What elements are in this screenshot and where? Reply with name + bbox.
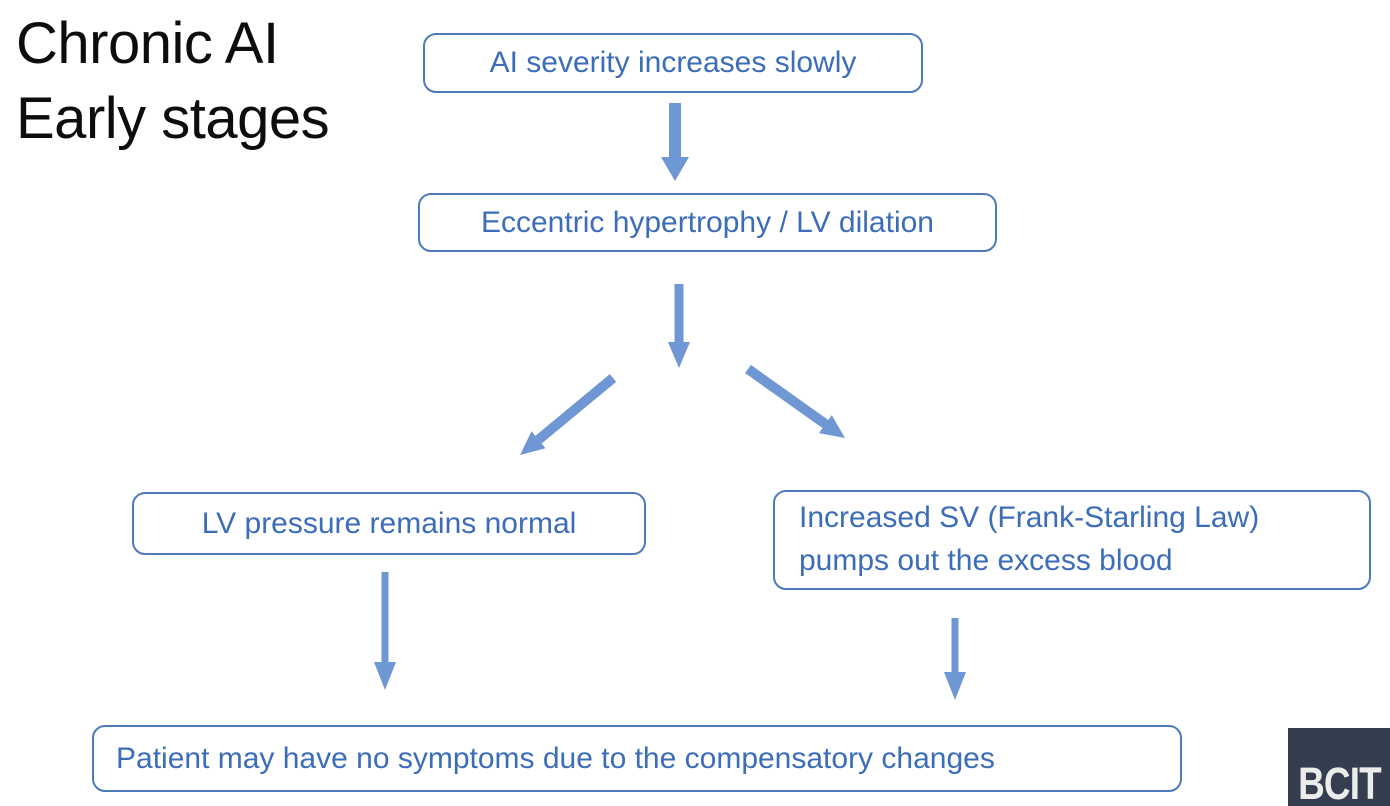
node-ai-severity-label: AI severity increases slowly xyxy=(489,46,857,79)
node-increased-sv: Increased SV (Frank-Starling Law) pumps … xyxy=(773,490,1371,590)
arrow-down-icon xyxy=(661,103,689,181)
arrow-down-icon xyxy=(374,572,396,690)
node-no-symptoms: Patient may have no symptoms due to the … xyxy=(92,725,1182,792)
node-eccentric-hypertrophy-label: Eccentric hypertrophy / LV dilation xyxy=(480,205,934,239)
node-no-symptoms-label: Patient may have no symptoms due to the … xyxy=(116,741,995,775)
arrow-down-icon xyxy=(667,284,691,368)
bcit-logo-text: BCIT xyxy=(1297,758,1382,806)
arrow-down-icon xyxy=(944,618,966,700)
node-eccentric-hypertrophy: Eccentric hypertrophy / LV dilation xyxy=(418,193,997,252)
node-increased-sv-label: Increased SV (Frank-Starling Law) pumps … xyxy=(799,501,1260,577)
node-lv-pressure-label: LV pressure remains normal xyxy=(201,506,577,540)
bcit-logo: BCIT xyxy=(1288,728,1390,806)
node-lv-pressure: LV pressure remains normal xyxy=(132,492,646,555)
arrow-diagonal-left-icon xyxy=(505,370,625,465)
slide-title-line1: Chronic AI xyxy=(16,11,279,76)
slide-title-line2: Early stages xyxy=(16,86,330,152)
slide-title: Chronic AI Early stages xyxy=(16,6,330,157)
arrow-diagonal-right-icon xyxy=(740,360,855,448)
node-ai-severity: AI severity increases slowly xyxy=(423,33,923,93)
